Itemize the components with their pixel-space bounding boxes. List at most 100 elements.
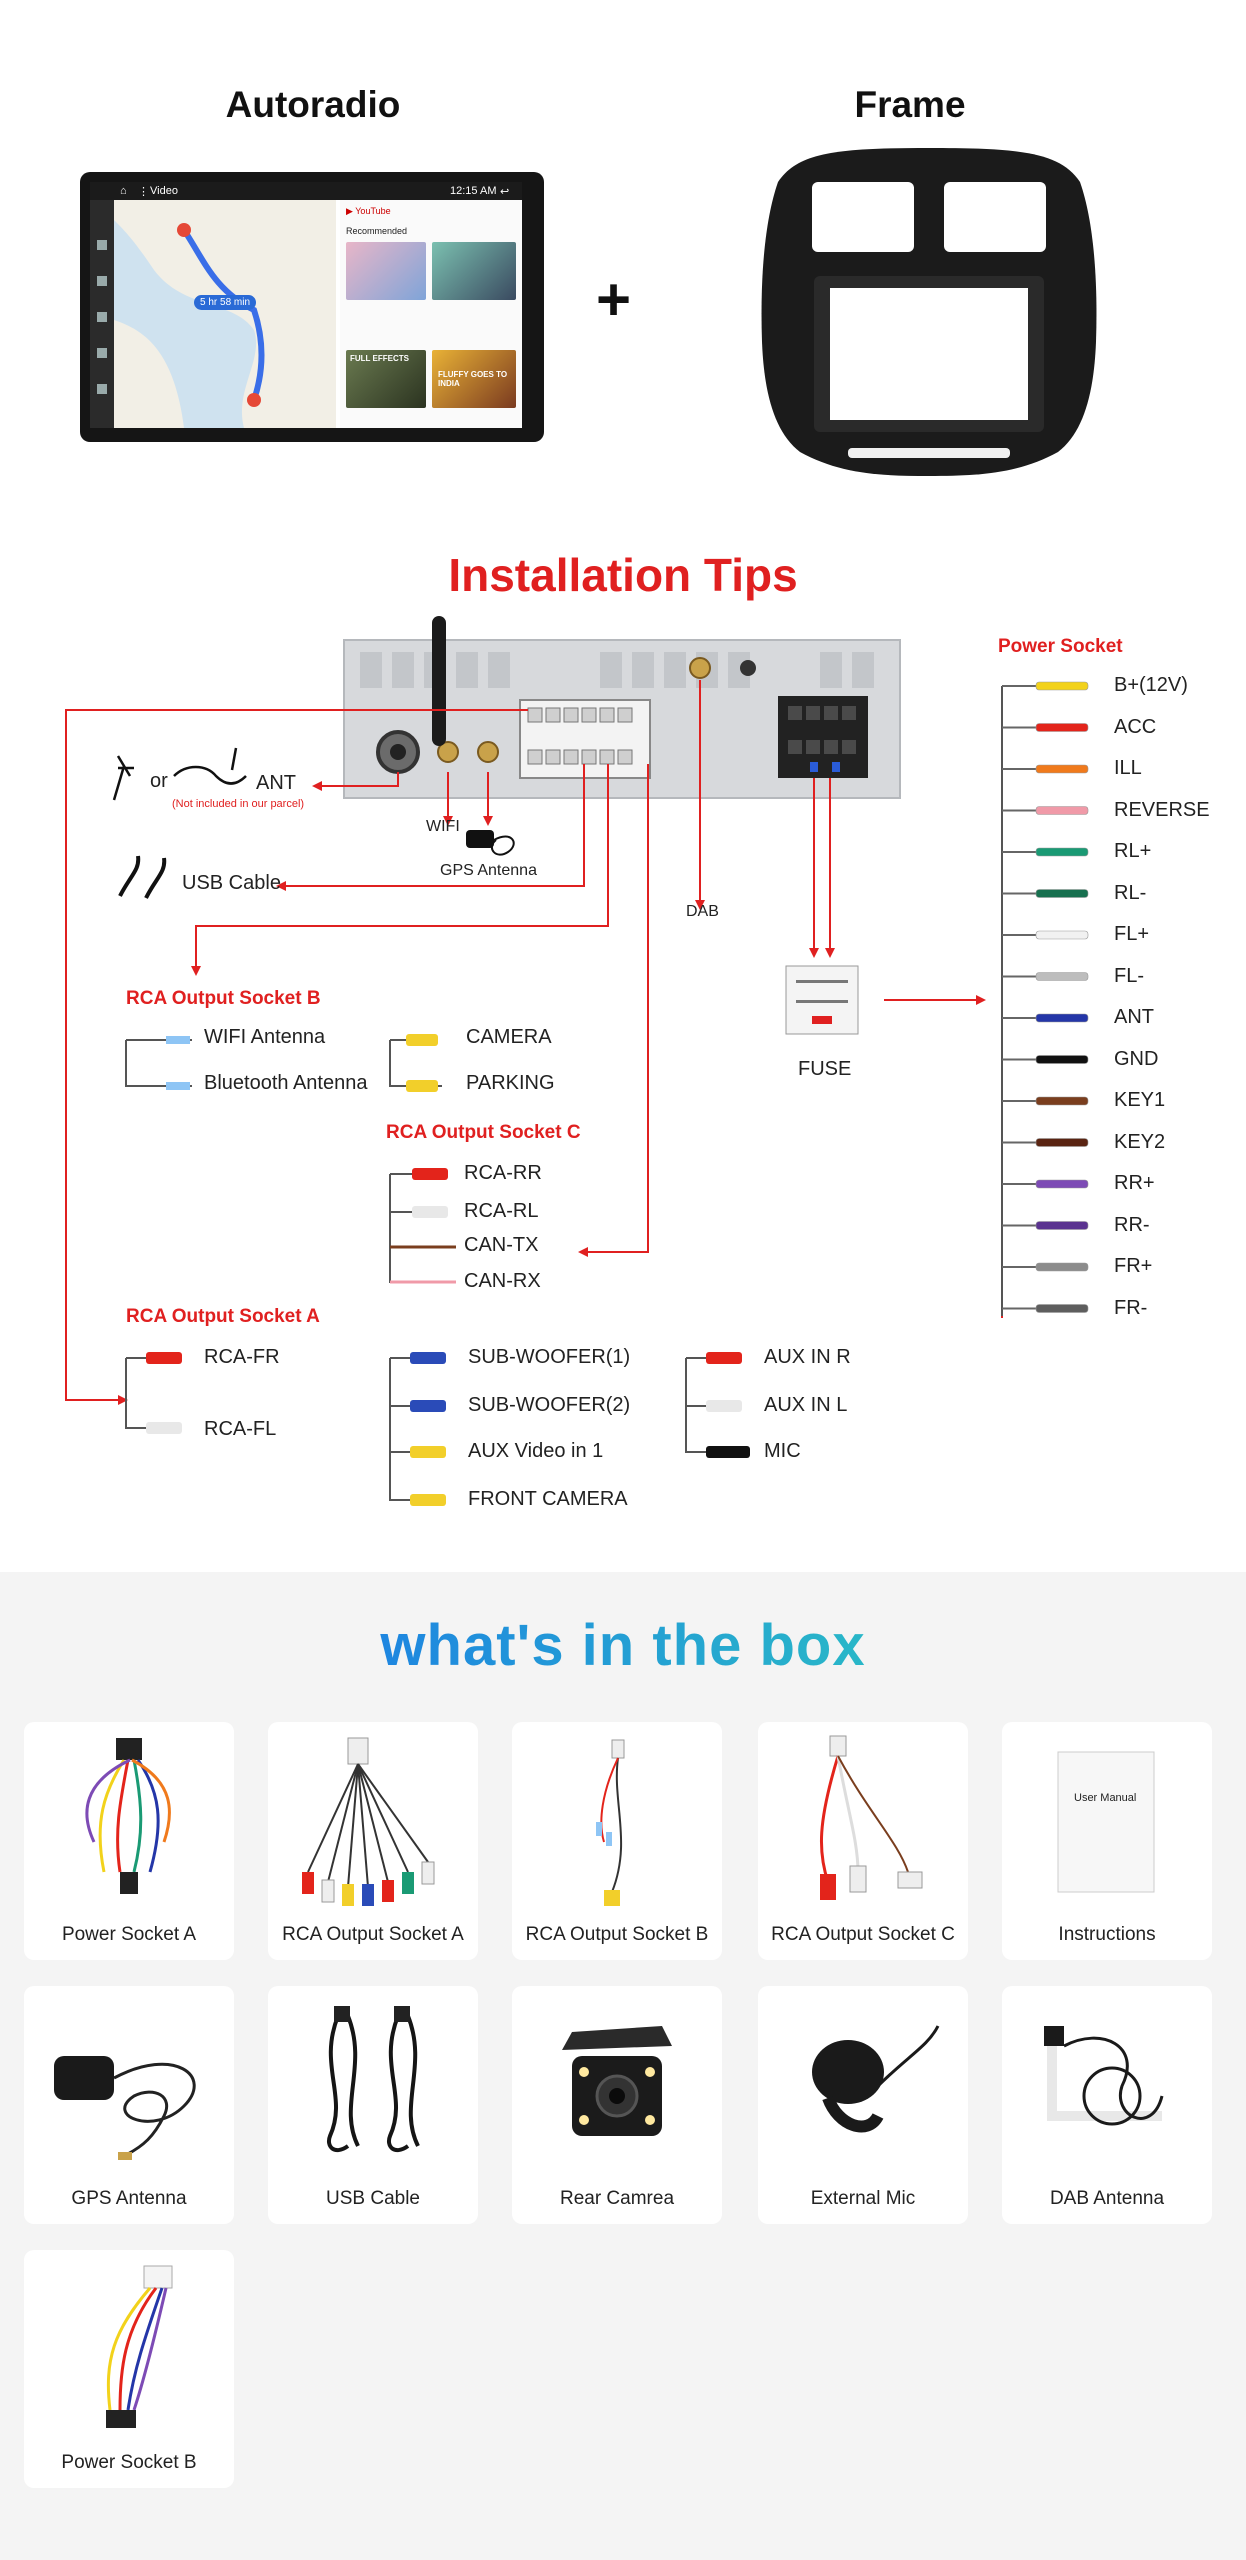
home-icon: ⌂ — [120, 185, 127, 197]
autoradio-screen: ⌂ ⋮ Video 12:15 AM ↩ 5 hr 58 min — [90, 182, 522, 428]
rca-a-left-wires — [125, 1352, 182, 1434]
box-item-power-socket-b: Power Socket B — [24, 2250, 234, 2488]
ant-label: ANT — [256, 772, 296, 794]
whats-in-the-box-title: what's in the box — [0, 1612, 1246, 1679]
rca-b-camera: CAMERA — [466, 1026, 552, 1048]
video-panel: ▶ YouTube Recommended FULL EFFECTS FLUFF… — [340, 200, 522, 428]
frame-title: Frame — [854, 84, 966, 125]
recommended-label: Recommended — [346, 226, 408, 236]
power-wire-label: ACC — [1114, 715, 1157, 738]
gps-antenna-icon — [466, 830, 515, 856]
box-item-rca-output-socket-b: RCA Output Socket B — [512, 1722, 722, 1960]
box-item-caption: External Mic — [810, 2188, 916, 2209]
power-wire-label: RL- — [1114, 881, 1147, 904]
video-thumb-1 — [346, 242, 426, 300]
box-item-caption: GPS Antenna — [71, 2188, 187, 2209]
rca-c-rr: RCA-RR — [464, 1162, 542, 1184]
power-wire-4 — [1035, 847, 1089, 857]
box-title-text: what's in the box — [380, 1613, 866, 1678]
box-item-instructions: User Manual Instructions — [1002, 1722, 1212, 1960]
power-wire-10 — [1035, 1096, 1089, 1106]
rca-a-aux-in-r: AUX IN R — [764, 1346, 851, 1368]
power-socket-title: Power Socket — [998, 636, 1123, 657]
rca-b-parking: PARKING — [466, 1072, 555, 1094]
power-wire-13 — [1035, 1221, 1089, 1230]
power-wire-7 — [1035, 972, 1089, 981]
box-item-caption: Power Socket B — [61, 2452, 197, 2473]
video-thumb-4: FLUFFY GOES TO INDIA — [432, 350, 516, 408]
power-wire-label: FL+ — [1114, 923, 1150, 945]
power-wire-1 — [1035, 723, 1089, 732]
box-item-caption: RCA Output Socket B — [525, 1924, 709, 1945]
power-wire-12 — [1035, 1179, 1089, 1189]
rca-a-mic: MIC — [764, 1440, 801, 1462]
box-item-gps-antenna: GPS Antenna — [24, 1986, 234, 2224]
power-wire-label: FR- — [1114, 1296, 1148, 1319]
box-item-dab-antenna: DAB Antenna — [1002, 1986, 1212, 2224]
power-wire-label: KEY2 — [1114, 1130, 1166, 1153]
box-item-rca-output-socket-a: RCA Output Socket A — [268, 1722, 478, 1960]
rca-a-title: RCA Output Socket A — [126, 1306, 320, 1327]
box-item-external-mic: External Mic — [758, 1986, 968, 2224]
video-thumb-3: FULL EFFECTS — [346, 350, 426, 408]
power-wire-label: RR- — [1114, 1213, 1150, 1236]
youtube-logo: ▶ YouTube — [346, 206, 391, 216]
usb-cable-icon — [118, 855, 167, 899]
power-wire-label: RL+ — [1114, 840, 1152, 862]
power-wire-label: ANT — [1114, 1006, 1154, 1028]
menu-icon: ⋮ — [138, 186, 149, 198]
power-wire-2 — [1035, 764, 1089, 774]
usb-cable-label: USB Cable — [182, 872, 281, 894]
box-item-caption: RCA Output Socket A — [282, 1924, 464, 1945]
video-thumb-2 — [432, 242, 516, 300]
rca-a-fl: RCA-FL — [204, 1418, 277, 1440]
rca-a-front-camera: FRONT CAMERA — [468, 1488, 628, 1510]
rca-a-right-wires — [685, 1352, 750, 1458]
rca-a-middle-wires — [389, 1352, 446, 1506]
clock: 12:15 AM — [450, 185, 497, 197]
video-thumb-3-text: FULL EFFECTS — [350, 354, 409, 363]
box-item-caption: DAB Antenna — [1049, 2188, 1165, 2209]
box-item-caption: Rear Camrea — [559, 2188, 675, 2209]
rca-c-wires — [389, 1168, 456, 1284]
rca-c-title: RCA Output Socket C — [386, 1122, 581, 1143]
rca-a-aux-in-l: AUX IN L — [764, 1394, 848, 1416]
status-bar: ⌂ ⋮ Video 12:15 AM ↩ — [90, 182, 522, 200]
box-item-caption: USB Cable — [326, 2188, 420, 2209]
box-item-power-socket-a: Power Socket A — [24, 1722, 234, 1960]
power-wire-14 — [1035, 1262, 1089, 1272]
power-wire-8 — [1035, 1013, 1089, 1023]
dash-frame-image — [758, 142, 1100, 478]
power-wire-label: ILL — [1114, 757, 1142, 779]
box-item-rear-camera: Rear Camrea — [512, 1986, 722, 2224]
power-wire-label: B+(12V) — [1114, 674, 1188, 696]
launcher-sidebar — [90, 200, 114, 428]
power-wire-5 — [1035, 889, 1089, 898]
plus-sign: + — [596, 266, 632, 333]
rca-a-subwoofer-2: SUB-WOOFER(2) — [468, 1394, 631, 1416]
not-included-note: (Not included in our parcel) — [172, 798, 305, 810]
autoradio-title: Autoradio — [225, 84, 401, 125]
box-item-usb-cable: USB Cable — [268, 1986, 478, 2224]
rca-c-rl: RCA-RL — [464, 1200, 539, 1222]
power-wire-label: RR+ — [1114, 1172, 1155, 1194]
power-wire-0 — [1035, 681, 1089, 691]
eta-badge: 5 hr 58 min — [194, 295, 257, 310]
rca-b-right-wires — [389, 1034, 438, 1092]
navigation-map: 5 hr 58 min — [114, 200, 336, 428]
rca-b-wifi-antenna: WIFI Antenna — [204, 1026, 326, 1048]
box-item-rca-output-socket-c: RCA Output Socket C — [758, 1722, 968, 1960]
power-socket-wires — [1001, 681, 1089, 1316]
power-wire-label: REVERSE — [1114, 798, 1210, 821]
rca-a-subwoofer-1: SUB-WOOFER(1) — [468, 1346, 631, 1368]
installation-tips-title: Installation Tips — [448, 549, 798, 601]
rca-b-title: RCA Output Socket B — [126, 988, 321, 1009]
wifi-label: WIFI — [426, 818, 460, 835]
head-unit-back — [343, 616, 901, 799]
app-label: Video — [150, 185, 178, 197]
power-wire-label: FR+ — [1114, 1255, 1153, 1277]
dab-label: DAB — [686, 903, 719, 920]
box-item-caption: Power Socket A — [61, 1924, 197, 1945]
power-wire-3 — [1035, 806, 1089, 815]
power-wire-label: FL- — [1114, 964, 1144, 987]
